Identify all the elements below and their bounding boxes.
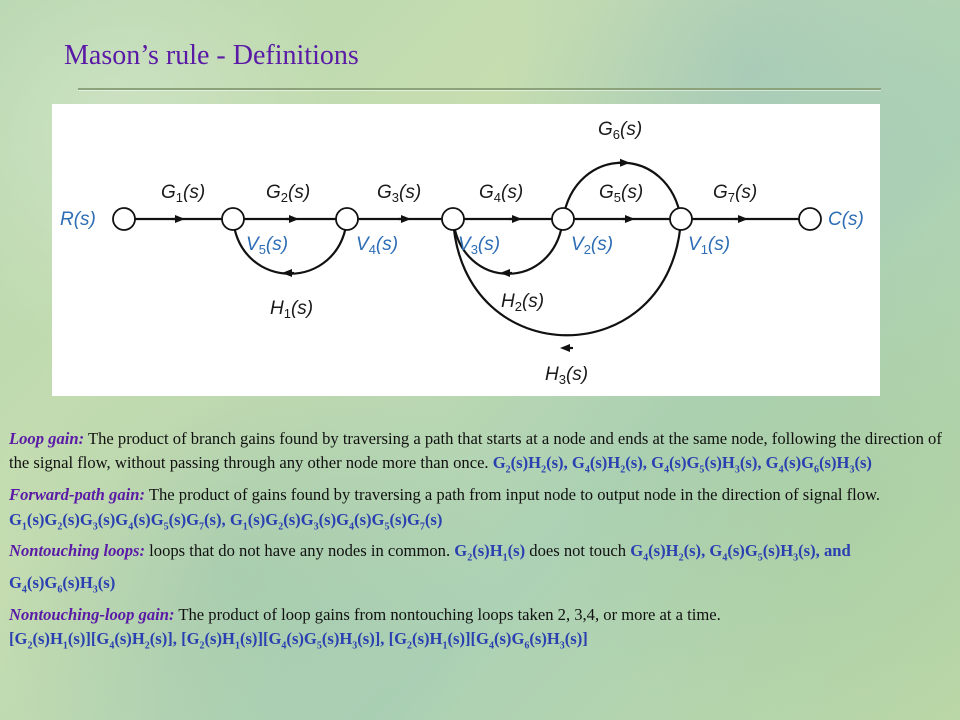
nontouching-loops-text: loops that do not have any nodes in comm… — [145, 541, 455, 561]
term-nontouching-loop-gain: Nontouching-loop gain: — [9, 604, 175, 624]
nontouching-loop-gain-example: [G2(s)H1(s)][G4(s)H2(s)], — [9, 629, 177, 652]
nontouching-loops-mid-text: does not touch — [525, 541, 631, 561]
page-title: Mason’s rule - Definitions — [64, 40, 359, 71]
loop-gain-example: G2(s)H2(s), — [492, 453, 568, 476]
nontouching-loops-example: G4(s)H2(s), — [630, 541, 706, 564]
label-g4: G4(s) — [479, 182, 524, 205]
node-input — [112, 207, 136, 231]
definitions: Loop gain: The product of branch gains f… — [9, 427, 951, 659]
label-v3: V3(s) — [458, 234, 501, 257]
nontouching-loop-gain-example: [G2(s)H1(s)][G4(s)G6(s)H3(s)] — [388, 629, 588, 652]
definition-forward-path-gain: Forward-path gain: The product of gains … — [9, 483, 951, 539]
node-v2 — [551, 207, 575, 231]
title-divider — [78, 88, 881, 90]
node-v1 — [669, 207, 693, 231]
node-v4 — [335, 207, 359, 231]
label-v4: V4(s) — [356, 234, 399, 257]
term-nontouching-loops: Nontouching loops: — [9, 541, 146, 561]
definition-loop-gain: Loop gain: The product of branch gains f… — [9, 427, 951, 483]
signal-flow-graph-svg — [112, 158, 822, 352]
loop-gain-example: G4(s)H2(s), — [571, 453, 647, 476]
label-v1: V1(s) — [688, 234, 731, 257]
nontouching-loops-example: G4(s)G5(s)H3(s), — [709, 541, 820, 564]
label-v2: V2(s) — [571, 234, 614, 257]
nontouching-loops-example: G2(s)H1(s) — [454, 541, 526, 564]
node-v5 — [221, 207, 245, 231]
label-h2: H2(s) — [501, 291, 545, 314]
signal-flow-graph: R(s) C(s) G1(s) G2(s) G3(s) G4(s) G5(s) … — [52, 104, 880, 396]
term-loop-gain: Loop gain: — [9, 429, 85, 448]
term-forward-path-gain: Forward-path gain: — [9, 485, 146, 505]
forward-path-example: G1(s)G2(s)G3(s)G4(s)G5(s)G7(s), — [9, 509, 226, 532]
nontouching-loops-example: and G4(s)G6(s)H3(s) — [9, 541, 851, 596]
label-g1: G1(s) — [161, 182, 206, 205]
label-g7: G7(s) — [713, 182, 758, 205]
nontouching-loop-gain-example: [G2(s)H1(s)][G4(s)G5(s)H3(s)], — [181, 629, 385, 652]
label-h1: H1(s) — [270, 298, 314, 321]
forward-path-example: G1(s)G2(s)G3(s)G4(s)G5(s)G7(s) — [229, 509, 443, 532]
label-g6: G6(s) — [598, 119, 643, 142]
feedback-h3 — [451, 218, 683, 337]
input-label: R(s) — [60, 209, 96, 230]
forward-path-gain-text: The product of gains found by traversing… — [145, 485, 881, 505]
nontouching-loop-gain-text: The product of loop gains from nontouchi… — [174, 604, 721, 624]
definition-nontouching-loops: Nontouching loops: loops that do not hav… — [9, 539, 951, 602]
node-output — [798, 207, 822, 231]
label-g5: G5(s) — [599, 182, 644, 205]
label-v5: V5(s) — [246, 234, 289, 257]
output-label: C(s) — [828, 209, 864, 230]
loop-gain-text: The product of branch gains found by tra… — [9, 429, 942, 473]
loop-gain-example: G4(s)G5(s)H3(s), — [651, 453, 762, 476]
definition-nontouching-loop-gain: Nontouching-loop gain: The product of lo… — [9, 603, 951, 659]
label-h3: H3(s) — [545, 364, 589, 387]
label-g3: G3(s) — [377, 182, 422, 205]
node-v3 — [441, 207, 465, 231]
label-g2: G2(s) — [266, 182, 311, 205]
loop-gain-example: G4(s)G6(s)H3(s) — [765, 453, 872, 476]
